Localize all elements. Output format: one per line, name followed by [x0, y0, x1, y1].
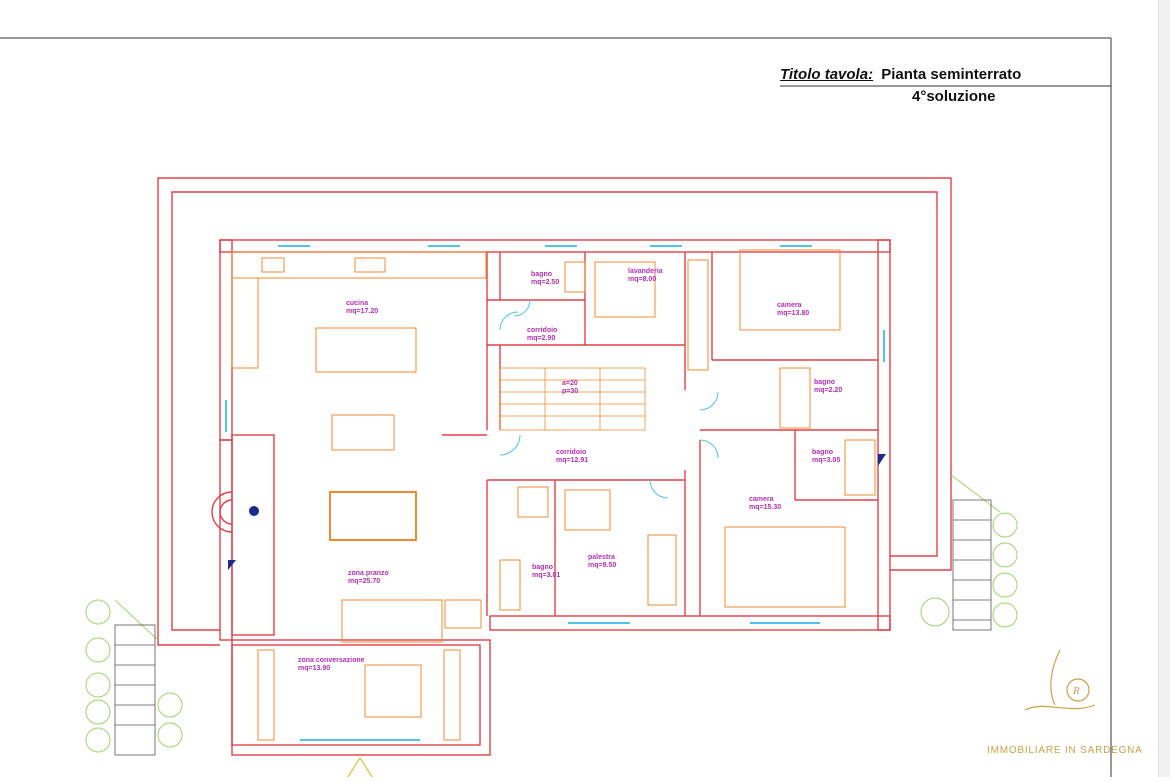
entrance-arrow: [347, 756, 373, 778]
staircase: [499, 367, 646, 431]
drawing-subtitle: 4°soluzione: [912, 88, 996, 105]
brand-name: IMMOBILIARE IN SARDEGNA: [987, 745, 1143, 756]
furniture: [231, 249, 876, 741]
doors: [499, 299, 719, 499]
perimeter-wall: [157, 177, 952, 646]
entry-bay: [211, 454, 886, 570]
drawing-title: Pianta seminterrato: [881, 66, 1022, 83]
exterior-stairs: [114, 499, 992, 756]
brand-logo: R: [1024, 649, 1096, 711]
sheet-border: [0, 37, 1112, 777]
viewer-scrollbar[interactable]: [1158, 0, 1170, 777]
garden: [85, 474, 1018, 753]
title-line: Titolo tavola: Pianta seminterrato: [780, 66, 1021, 83]
title-label: Titolo tavola:: [780, 66, 874, 83]
logo-initials: R: [1072, 685, 1080, 697]
windows: [225, 245, 885, 741]
building-walls: [219, 239, 891, 756]
